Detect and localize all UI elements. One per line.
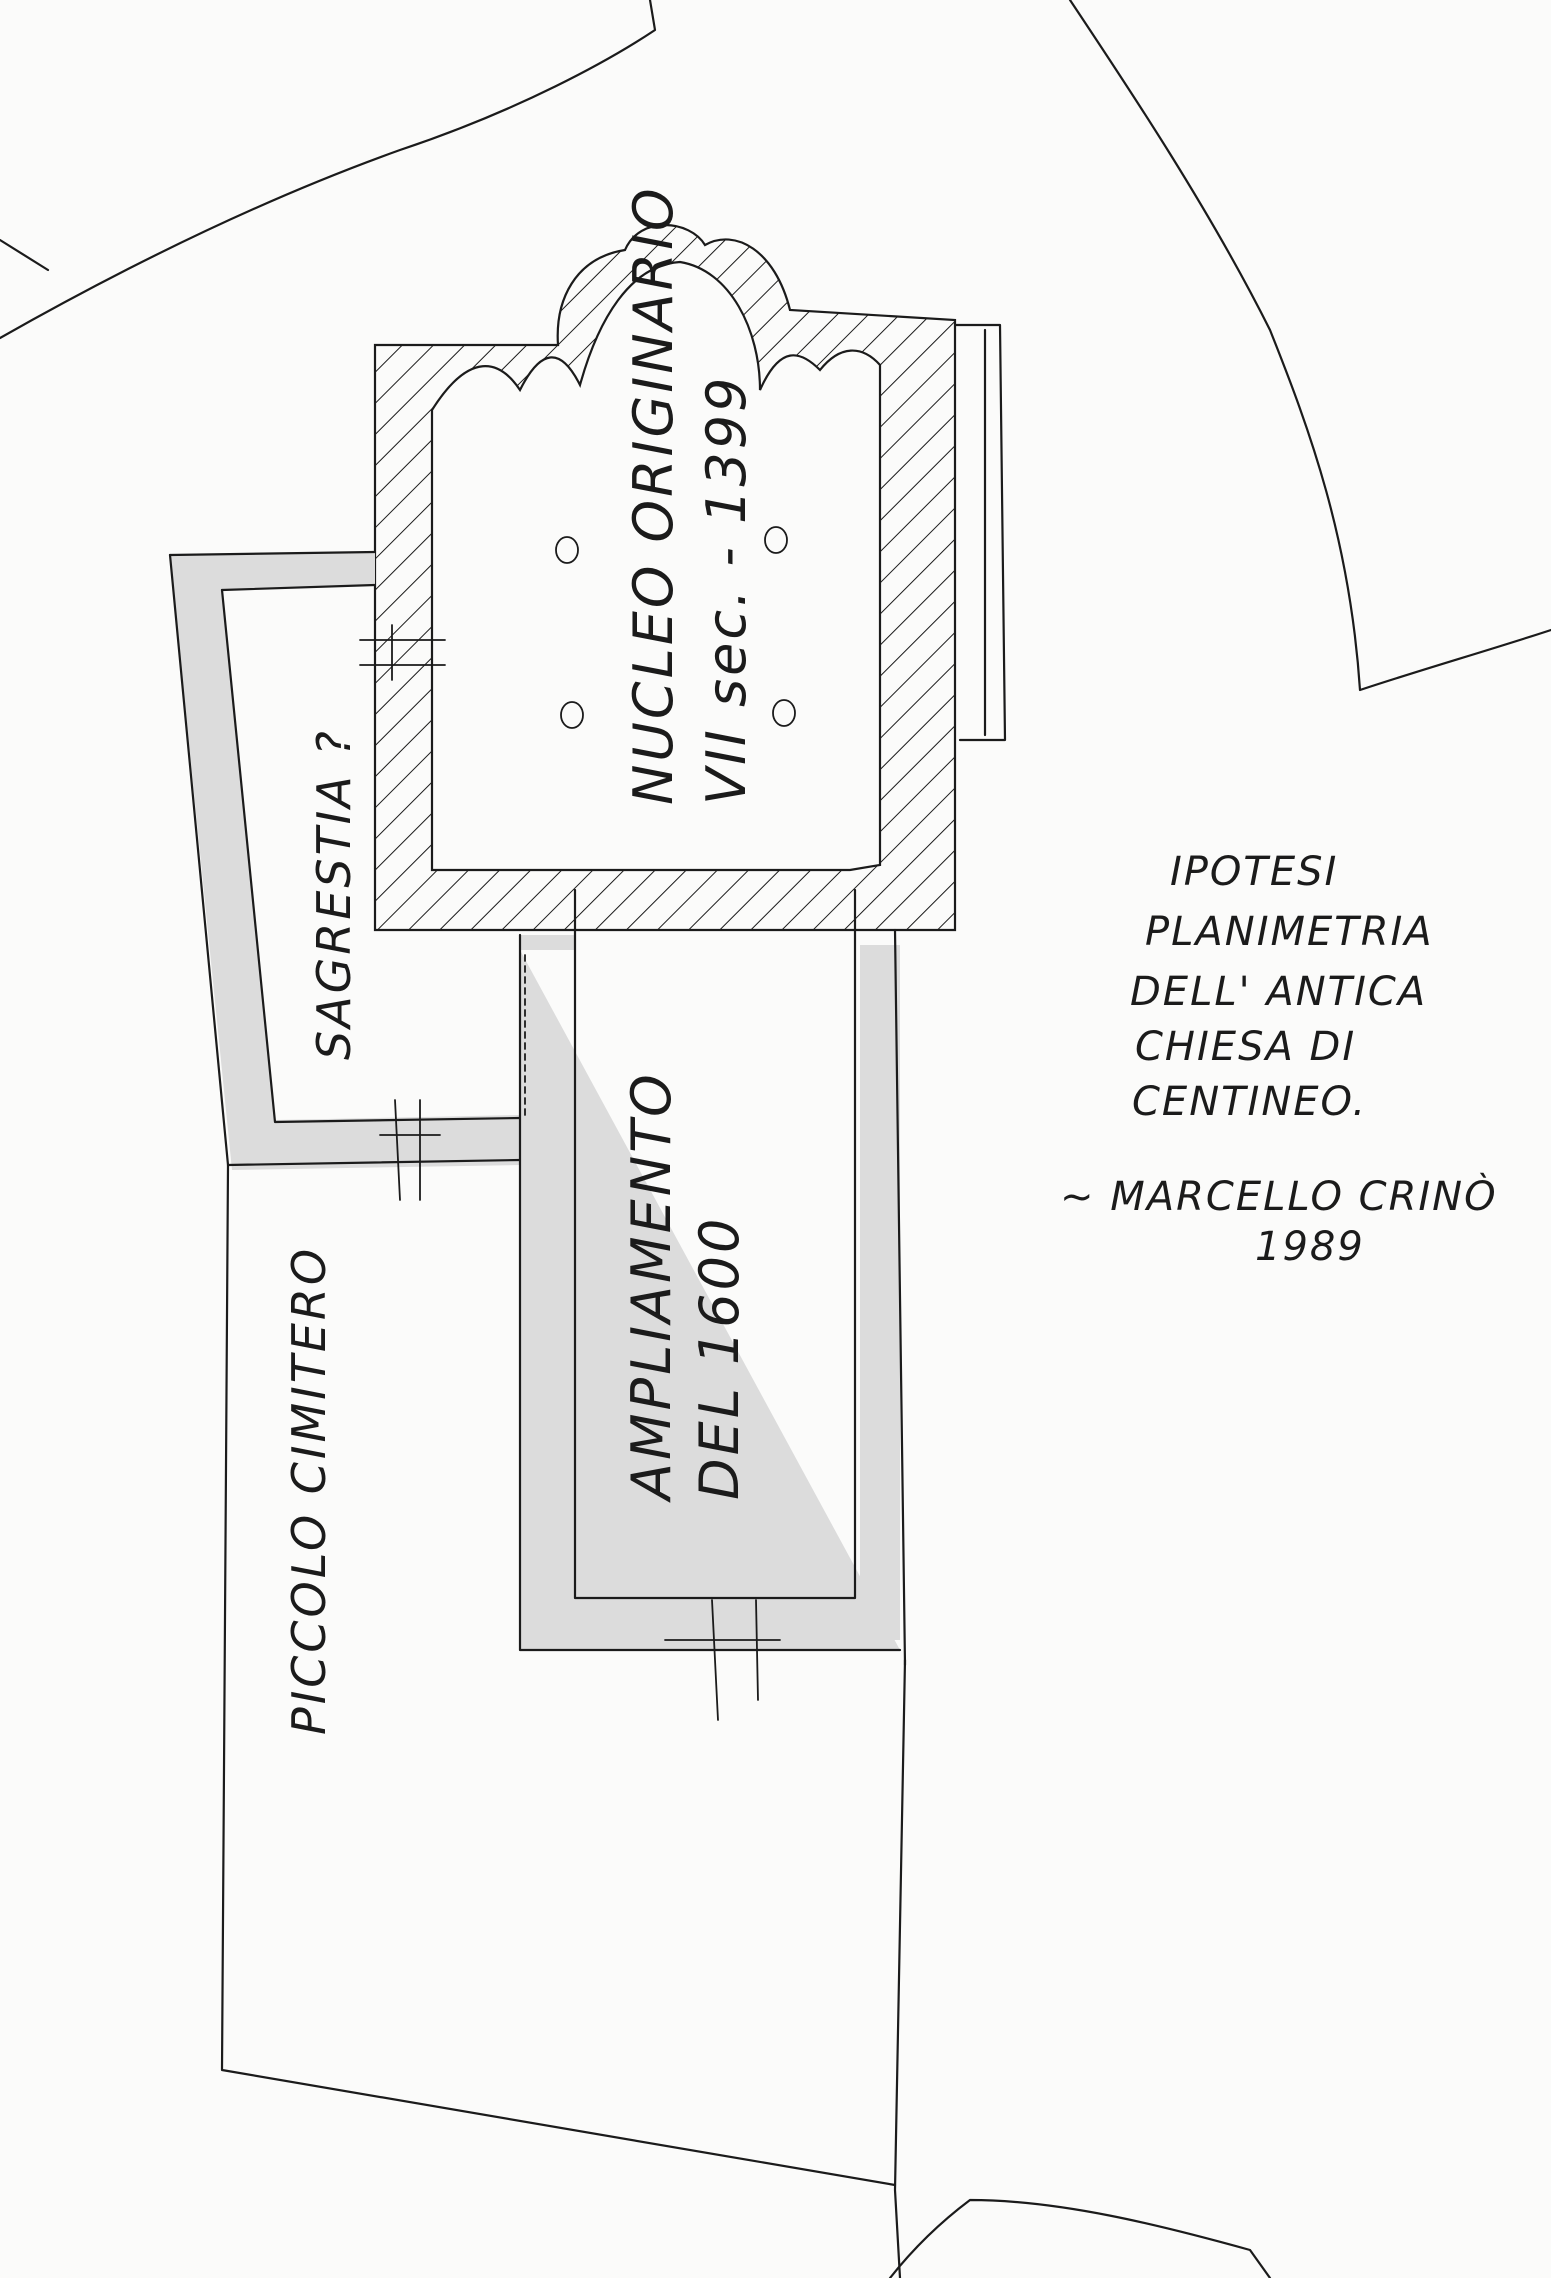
caption-line-1: IPOTESI	[1170, 849, 1338, 895]
label-sagrestia: SAGRESTIA ?	[307, 728, 361, 1060]
label-piccolo-cimitero: PICCOLO CIMITERO	[282, 1246, 336, 1735]
extension-1600-outline	[518, 888, 907, 1721]
caption-note: IPOTESI PLANIMETRIA DELL' ANTICA CHIESA …	[1060, 849, 1498, 1270]
caption-line-2: PLANIMETRIA	[1145, 909, 1434, 955]
label-nucleo-date: VII sec. - 1399	[695, 375, 758, 805]
caption-author: ~ MARCELLO CRINÒ	[1060, 1172, 1498, 1220]
caption-line-5: CENTINEO.	[1132, 1079, 1367, 1125]
sacristy-outline	[168, 550, 522, 1201]
label-nucleo-originario: NUCLEO ORIGINARIO	[622, 185, 685, 805]
label-ampliamento-date: DEL 1600	[688, 1216, 751, 1500]
original-nucleus-walls	[359, 224, 1007, 932]
label-ampliamento: AMPLIAMENTO	[620, 1071, 683, 1503]
caption-line-4: CHIESA DI	[1135, 1024, 1356, 1070]
caption-year: 1989	[1255, 1224, 1365, 1270]
cemetery-outline	[220, 1163, 907, 2278]
caption-line-3: DELL' ANTICA	[1130, 969, 1427, 1015]
